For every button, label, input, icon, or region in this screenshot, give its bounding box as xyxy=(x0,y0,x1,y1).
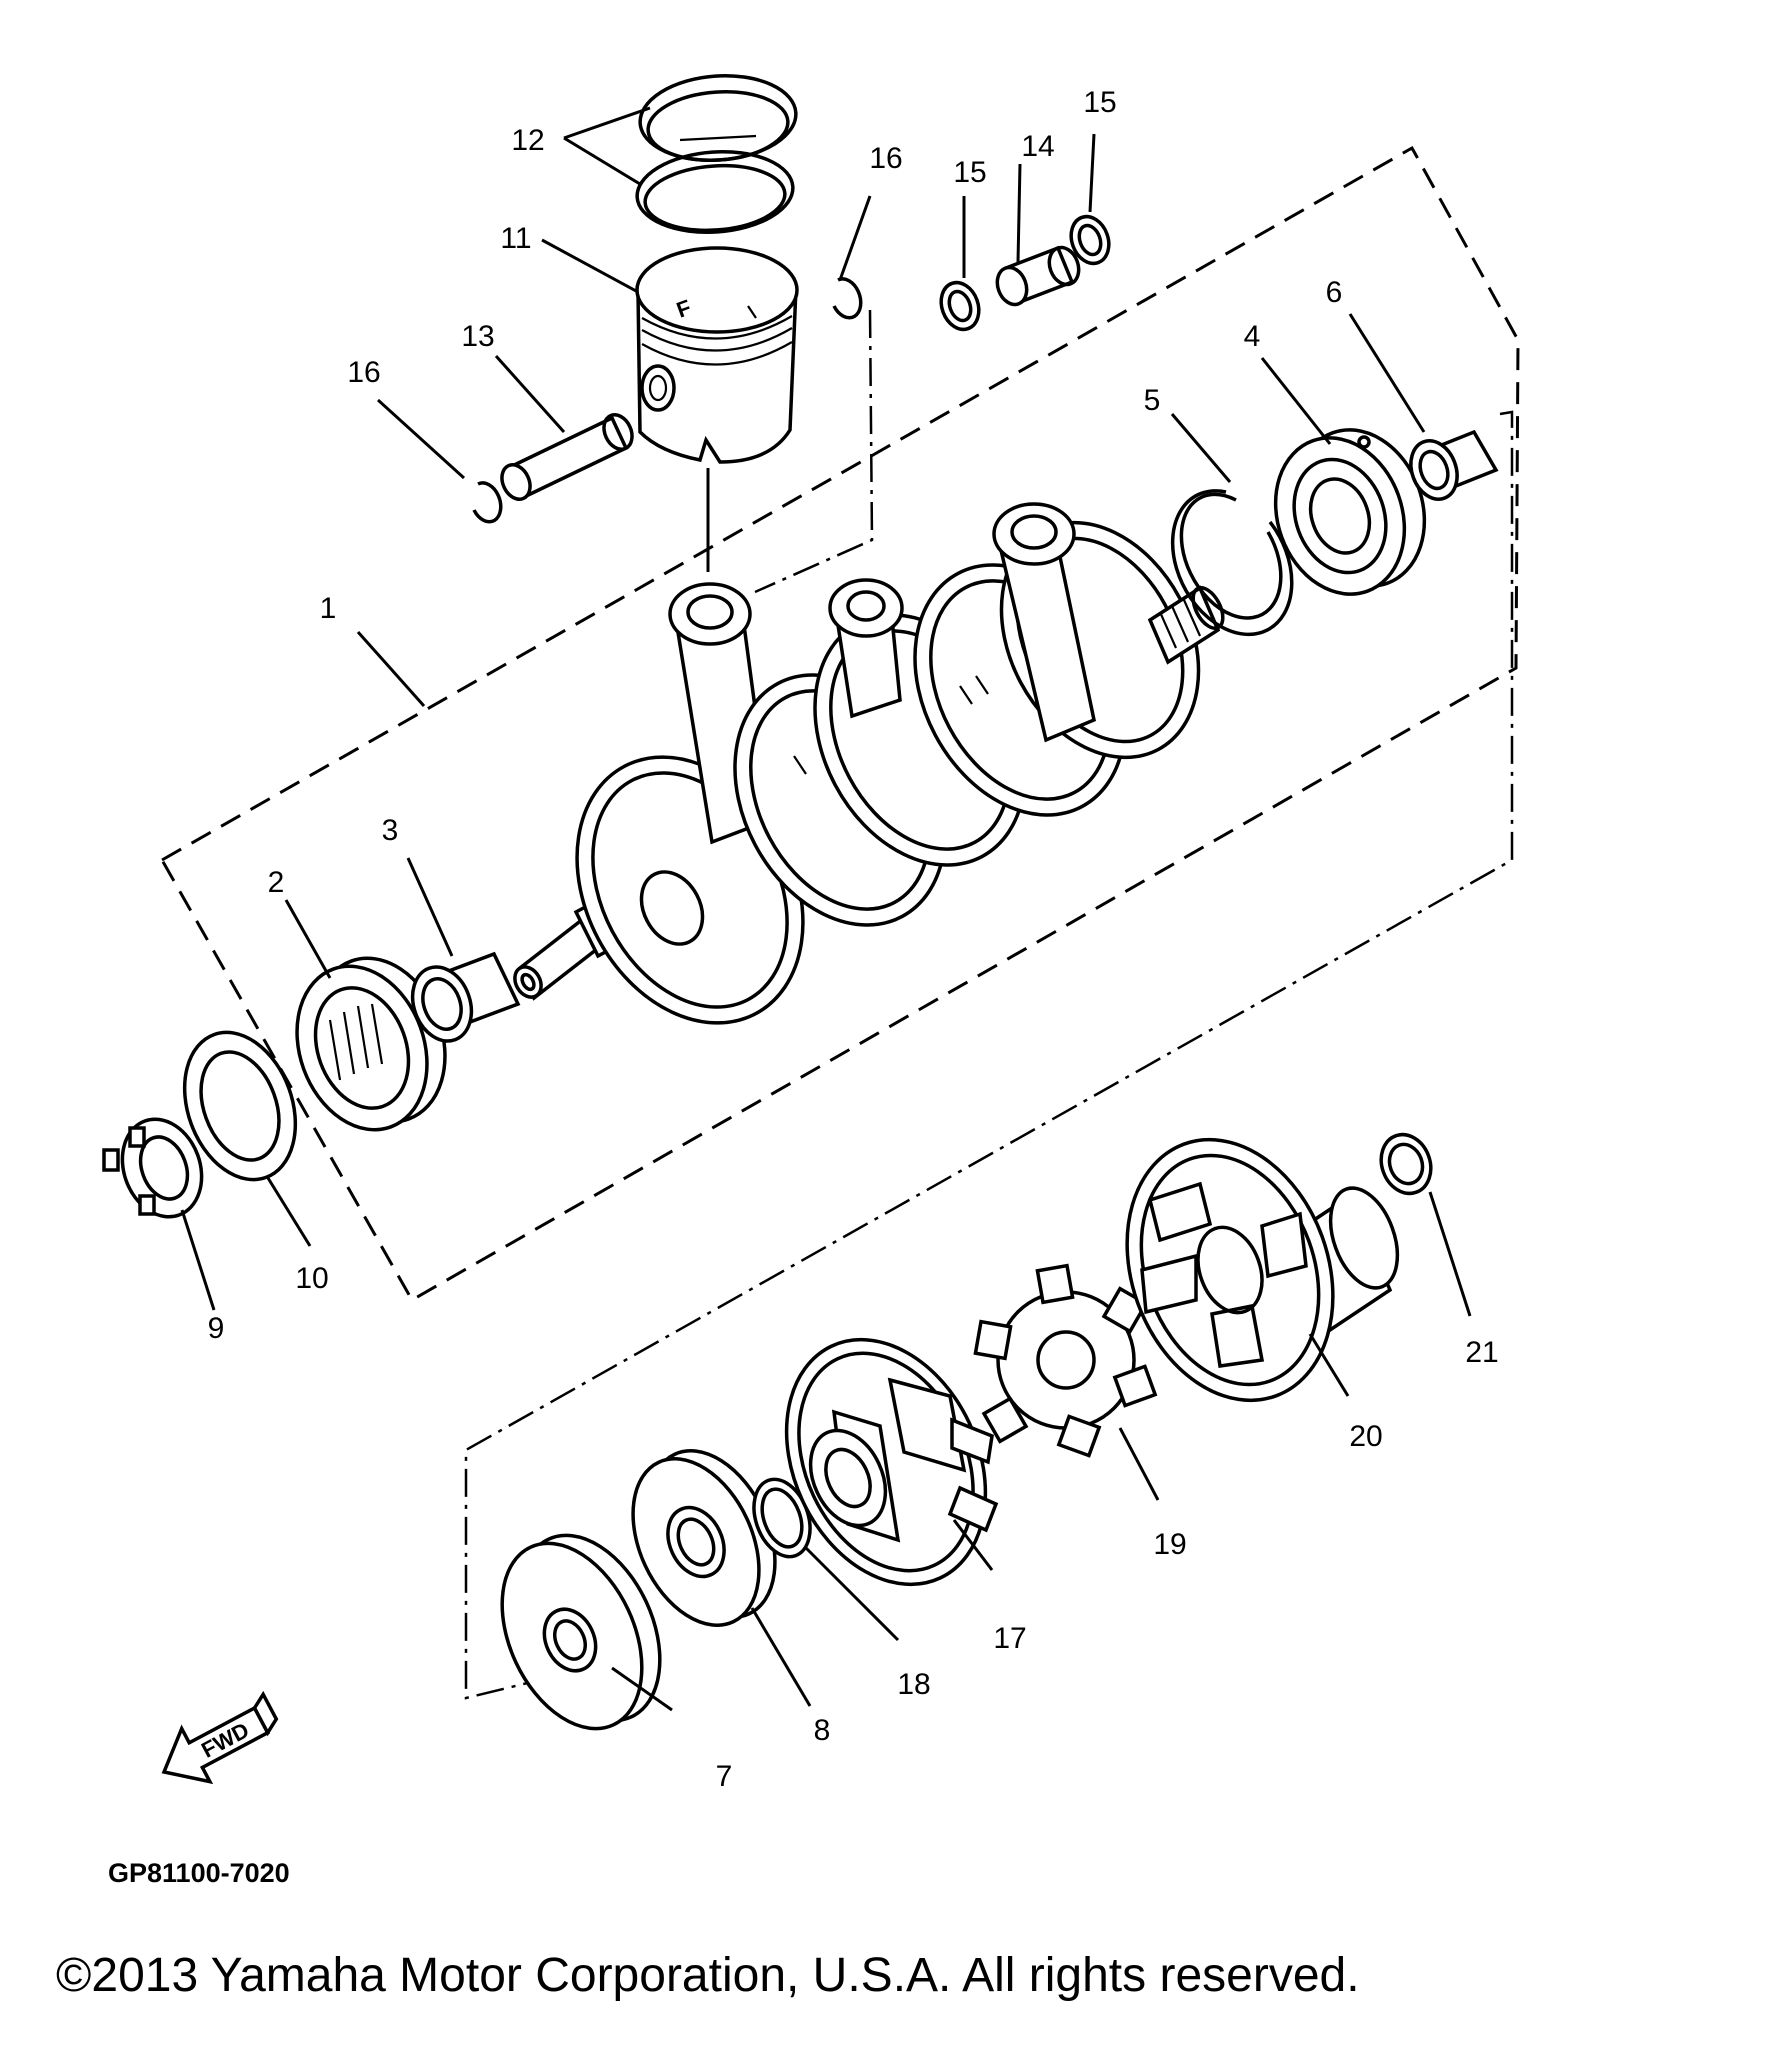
snap-ring xyxy=(1170,489,1294,637)
damper xyxy=(973,1263,1158,1458)
coupling-driven xyxy=(1125,1137,1400,1403)
collar-left xyxy=(410,951,521,1043)
crankshaft-assembly-boundary xyxy=(159,145,1520,1303)
callout-17: 17 xyxy=(993,1622,1026,1655)
callout-4: 4 xyxy=(1244,320,1261,353)
copyright-notice: ©2013 Yamaha Motor Corporation, U.S.A. A… xyxy=(56,1949,1360,2002)
callout-3: 3 xyxy=(382,814,399,847)
callout-2: 2 xyxy=(268,866,285,899)
piston-pin xyxy=(500,413,634,501)
callout-7: 7 xyxy=(716,1760,733,1793)
coupling-cover xyxy=(500,1533,662,1731)
diagram-code: GP81100-7020 xyxy=(108,1858,290,1888)
callout-9: 9 xyxy=(208,1312,225,1345)
callout-20: 20 xyxy=(1349,1420,1382,1453)
callout-labels: 1 2 3 4 5 6 7 8 9 10 11 12 13 14 15 15 1… xyxy=(208,86,1499,1793)
fwd-arrow-icon: FWD xyxy=(161,1690,279,1785)
callout-10: 10 xyxy=(295,1262,328,1295)
callout-21: 21 xyxy=(1465,1336,1498,1369)
small-end-bearing xyxy=(995,245,1081,307)
piston: F xyxy=(635,246,799,464)
coupling-group-boundary xyxy=(464,309,1514,1700)
callout-5: 5 xyxy=(1144,384,1161,417)
callout-19: 19 xyxy=(1153,1528,1186,1561)
o-ring-small xyxy=(1379,1132,1433,1196)
main-bearing-right xyxy=(1273,428,1427,596)
callout-13: 13 xyxy=(461,320,494,353)
circlip-left xyxy=(472,481,503,524)
callout-11: 11 xyxy=(500,222,531,255)
circlip-right xyxy=(832,277,863,320)
callout-14: 14 xyxy=(1021,130,1054,163)
washer-upper-right xyxy=(1069,214,1111,266)
collar-right xyxy=(1409,429,1499,501)
leader-lines xyxy=(180,106,1472,1712)
callout-1: 1 xyxy=(320,592,337,625)
coupling-plate xyxy=(631,1449,777,1627)
callout-12: 12 xyxy=(511,124,544,157)
piston-rings xyxy=(635,74,798,235)
callout-16-left: 16 xyxy=(347,356,380,389)
oil-seal xyxy=(182,1030,298,1182)
washer-upper-left xyxy=(939,280,981,332)
callout-15-right: 15 xyxy=(1083,86,1116,119)
callout-18: 18 xyxy=(897,1668,930,1701)
ring-nut xyxy=(102,1117,204,1219)
callout-16-right: 16 xyxy=(869,142,902,175)
callout-6: 6 xyxy=(1326,276,1343,309)
coupling-drive xyxy=(784,1337,999,1587)
callout-15-left: 15 xyxy=(953,156,986,189)
o-ring xyxy=(752,1477,812,1559)
main-bearing-left xyxy=(295,956,447,1132)
crankshaft xyxy=(513,502,1225,1025)
callout-8: 8 xyxy=(814,1714,831,1747)
